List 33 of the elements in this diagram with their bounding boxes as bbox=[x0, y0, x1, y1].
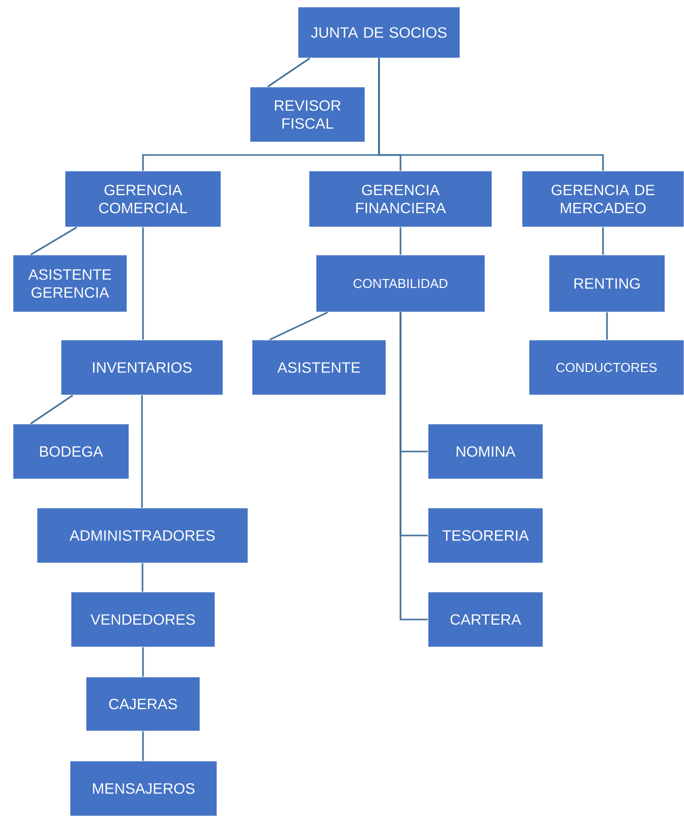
org-box: VENDEDORES bbox=[70, 592, 216, 648]
connector-line bbox=[142, 731, 144, 761]
org-box: TESORERIA bbox=[428, 508, 544, 564]
org-box: BODEGA bbox=[12, 424, 130, 480]
connector-line bbox=[142, 647, 144, 677]
org-box: ADMINISTRADORES bbox=[36, 508, 248, 564]
org-box: CONDUCTORES bbox=[528, 340, 684, 396]
org-box: INVENTARIOS bbox=[60, 340, 224, 396]
org-box: ASISTENTE GERENCIA bbox=[12, 254, 128, 312]
org-box: REVISOR FISCAL bbox=[250, 86, 366, 142]
connector-line bbox=[142, 227, 144, 340]
org-box: CONTABILIDAD bbox=[316, 254, 486, 312]
org-box: GERENCIA FINANCIERA bbox=[308, 170, 492, 228]
org-box: ASISTENTE bbox=[252, 340, 386, 396]
connector-line bbox=[400, 312, 428, 620]
connector-line bbox=[30, 394, 74, 424]
org-box: JUNTA DE SOCIOS bbox=[298, 6, 460, 58]
connector-line bbox=[269, 312, 328, 340]
org-box: MENSAJEROS bbox=[70, 760, 218, 816]
connector-line bbox=[602, 227, 604, 255]
org-box: CARTERA bbox=[428, 592, 544, 648]
connector-line bbox=[142, 563, 144, 592]
connector-line bbox=[30, 226, 78, 256]
org-box: NOMINA bbox=[428, 424, 544, 480]
connector-line bbox=[378, 58, 604, 171]
org-box: RENTING bbox=[548, 254, 666, 312]
connector-line bbox=[606, 312, 608, 340]
org-box: GERENCIA DE MERCADEO bbox=[522, 170, 684, 228]
connector-line bbox=[267, 58, 310, 88]
org-box: CAJERAS bbox=[86, 676, 200, 732]
connector-line bbox=[141, 395, 143, 508]
connector-line bbox=[400, 227, 402, 255]
org-box: GERENCIA COMERCIAL bbox=[64, 170, 222, 228]
